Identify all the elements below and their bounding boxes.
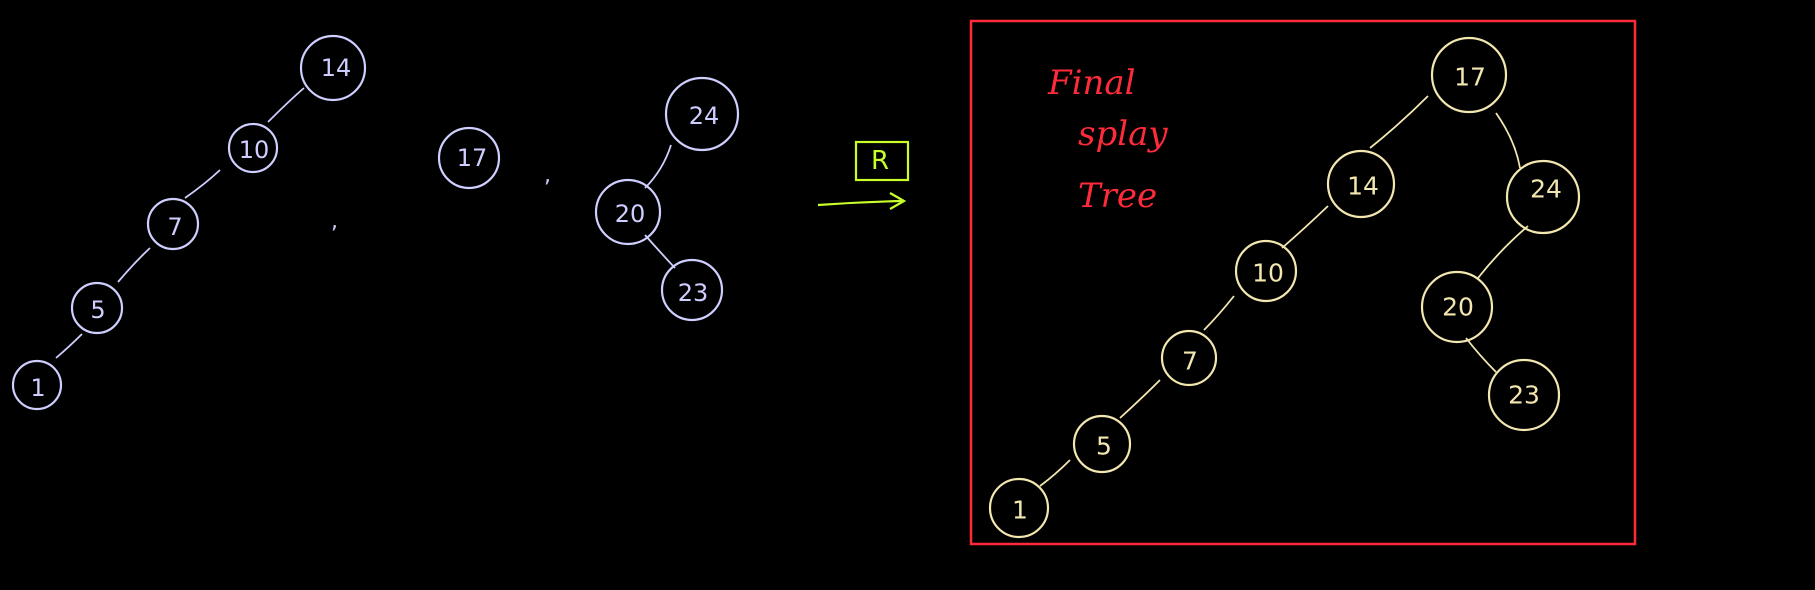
result-node: 20 xyxy=(1420,270,1494,344)
arrow-head-icon xyxy=(889,192,907,210)
chain-node: 14 xyxy=(299,34,367,102)
svg-text:14: 14 xyxy=(321,54,352,82)
svg-text:10: 10 xyxy=(239,136,270,164)
result-box xyxy=(969,19,1637,546)
svg-text:7: 7 xyxy=(167,213,182,241)
result-node: 14 xyxy=(1326,149,1396,219)
chain-node: 1 xyxy=(11,359,63,411)
subtree-node: 24 xyxy=(664,76,740,152)
edge-5-1 xyxy=(1039,459,1071,487)
arrow-shaft xyxy=(817,199,903,207)
svg-text:5: 5 xyxy=(90,296,105,324)
rotation-label-box xyxy=(854,140,910,182)
title-line-final: Final xyxy=(1047,63,1136,103)
svg-text:20: 20 xyxy=(1442,293,1474,322)
svg-text:23: 23 xyxy=(1508,381,1540,410)
result-edges xyxy=(1039,95,1529,487)
left-chain: 14 10 7 5 1 xyxy=(11,34,367,411)
result-node-root: 17 xyxy=(1430,36,1508,114)
subtree-node: 23 xyxy=(660,258,724,322)
edge-24-20 xyxy=(1477,225,1529,279)
result-node: 1 xyxy=(988,477,1050,539)
result-title: Final splay Tree xyxy=(1047,63,1168,216)
edge-14-10 xyxy=(267,87,305,123)
edge-17-14 xyxy=(1369,95,1429,149)
result-node: 5 xyxy=(1072,414,1132,474)
edge-5-1 xyxy=(55,333,83,359)
edge-17-24 xyxy=(1495,112,1521,169)
result-node: 7 xyxy=(1160,329,1218,387)
svg-text:24: 24 xyxy=(689,102,720,130)
chain-node: 10 xyxy=(227,122,279,174)
svg-text:17: 17 xyxy=(1454,63,1486,92)
separator-comma-1: , xyxy=(331,209,338,234)
svg-text:17: 17 xyxy=(457,144,488,172)
svg-text:24: 24 xyxy=(1530,175,1562,204)
separator-comma-2: , xyxy=(544,163,551,188)
edge-10-7 xyxy=(1203,295,1235,331)
svg-text:5: 5 xyxy=(1096,432,1112,461)
svg-text:20: 20 xyxy=(615,200,646,228)
edge-10-7 xyxy=(184,169,221,199)
svg-text:10: 10 xyxy=(1252,259,1284,288)
rotation-label: R xyxy=(871,146,889,176)
edge-7-5 xyxy=(1119,379,1161,419)
single-node-17: 17 xyxy=(437,126,501,190)
edge-14-10 xyxy=(1281,205,1329,249)
svg-text:23: 23 xyxy=(678,279,709,307)
subtree-node: 20 xyxy=(594,178,662,246)
chain-node: 5 xyxy=(70,281,124,335)
result-node: 24 xyxy=(1505,159,1581,235)
chain-node: 7 xyxy=(146,197,200,251)
edge-20-23 xyxy=(644,234,676,269)
title-line-splay: splay xyxy=(1078,114,1168,154)
result-node: 23 xyxy=(1487,358,1561,432)
result-node: 10 xyxy=(1234,239,1298,303)
svg-text:7: 7 xyxy=(1182,347,1198,376)
edge-24-20 xyxy=(644,144,672,189)
svg-text:1: 1 xyxy=(30,374,45,402)
edge-20-23 xyxy=(1465,337,1497,373)
title-line-tree: Tree xyxy=(1078,176,1157,216)
edge-7-5 xyxy=(117,247,151,283)
right-subtree: 24 20 23 xyxy=(594,76,740,322)
rotation-indicator: R xyxy=(817,140,910,210)
svg-text:14: 14 xyxy=(1347,172,1379,201)
svg-text:1: 1 xyxy=(1012,496,1028,525)
